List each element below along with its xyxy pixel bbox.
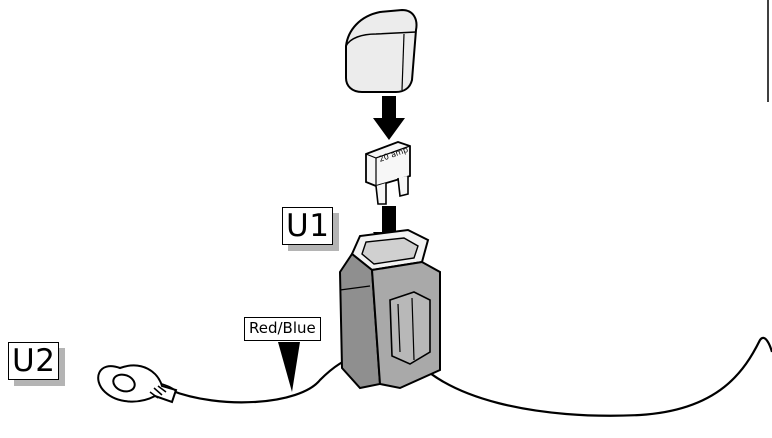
- blade-fuse-icon: 20 amp: [365, 141, 411, 205]
- right-wire: [407, 336, 772, 417]
- wire-label-leader: [278, 342, 300, 392]
- fuse-cap-icon: [345, 8, 418, 93]
- left-wire: [169, 354, 357, 404]
- down-arrow-icon: [373, 96, 405, 140]
- ring-terminal-icon: [97, 364, 178, 404]
- callout-u2: U2: [8, 342, 60, 380]
- wire-color-label: Red/Blue: [244, 317, 321, 341]
- callout-u1: U1: [282, 207, 334, 245]
- fuse-holder-icon: [338, 228, 441, 390]
